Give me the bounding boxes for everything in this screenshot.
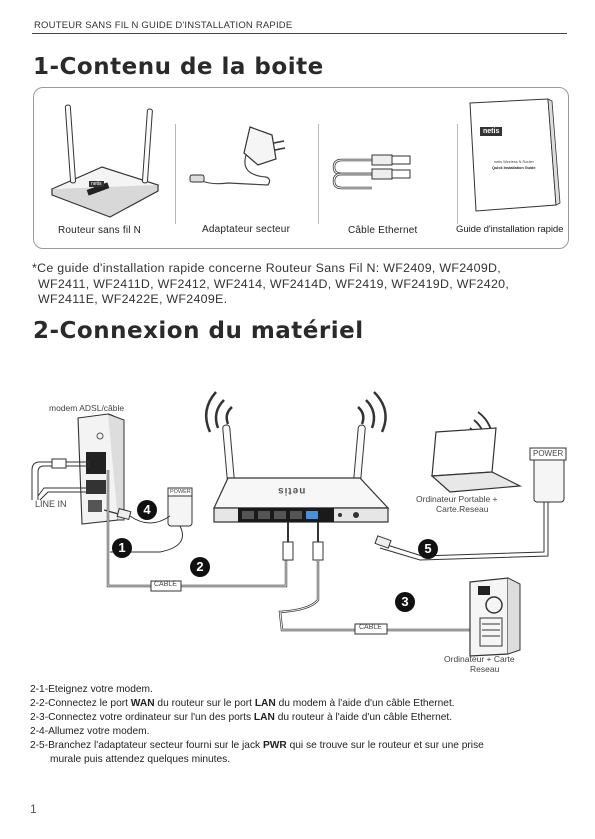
step-badge-2-label: 2 (196, 559, 204, 574)
cable-label-modem: CABLE (154, 581, 177, 588)
laptop-illustration (430, 427, 523, 493)
router-diagram-illustration (213, 424, 390, 523)
step-line: 2-2-Connectez le port WAN du routeur sur… (30, 697, 484, 711)
pc-label-line1: Ordinateur + Carte (444, 654, 515, 664)
step-text: du modem à l'aide d'un câble Ethernet. (275, 698, 455, 710)
step-text: 2-1-Eteignez votre modem. (30, 684, 153, 695)
step-line: 2-3-Connectez votre ordinateur sur l'un … (30, 711, 484, 725)
model-note-line: WF2411, WF2411D, WF2412, WF2414, WF2414D… (38, 276, 510, 291)
section-title-contents: 1-Contenu de la boite (33, 54, 324, 80)
step-text: du routeur à l'aide d'un câble Ethernet. (274, 712, 453, 724)
step-badge-1-label: 1 (118, 540, 126, 555)
step-text: 2-2-Connectez le port (30, 698, 131, 710)
step-badge-1 (112, 538, 132, 558)
router-logo: netis (89, 181, 104, 187)
laptop-label-line2: Carte.Reseau (436, 504, 489, 514)
item-label-cable: Câble Ethernet (348, 225, 418, 236)
panel-divider (175, 124, 176, 224)
router-diagram-logo: netis (277, 485, 306, 496)
step-text: murale puis attendez quelques minutes. (50, 754, 231, 766)
power-label-large: POWER (533, 449, 564, 458)
page-number: 1 (30, 802, 37, 816)
running-header: ROUTEUR SANS FIL N GUIDE D'INSTALLATION … (34, 20, 293, 31)
router-illustration (50, 104, 160, 218)
laptop-label-line1: Ordinateur Portable + (416, 494, 498, 504)
section-title-connection: 2-Connexion du matériel (33, 318, 364, 344)
power-adapter-illustration (189, 126, 286, 186)
step-line: 2-1-Eteignez votre modem. (30, 683, 484, 697)
power-label-small: POWER (170, 489, 191, 495)
header-rule (32, 33, 567, 34)
desktop-computer-illustration (469, 577, 521, 657)
pc-label-line2: Reseau (470, 664, 500, 674)
model-note: *Ce guide d'installation rapide concerne… (32, 261, 509, 308)
step-text: qui se trouve sur le routeur et sur une … (286, 740, 484, 752)
modem-illustration (77, 413, 125, 525)
step-text: du routeur sur le port (154, 698, 255, 710)
model-note-line: WF2411E, WF2422E, WF2409E. (38, 292, 228, 306)
guide-cover-line2: Quick Installation Guide (492, 166, 536, 170)
step-bold-term: WAN (130, 698, 155, 710)
step-badge-4-label: 4 (143, 502, 151, 517)
step-badge-4 (137, 500, 157, 520)
router-power-adapter-illustration (529, 447, 567, 503)
step-text: 2-5-Branchez l'adaptateur secteur fourni… (30, 740, 263, 752)
step-text: 2-3-Connectez votre ordinateur sur l'un … (30, 712, 254, 724)
step-text: 2-4-Allumez votre modem. (30, 726, 150, 738)
ethernet-cable-illustration (332, 154, 411, 190)
step-line: murale puis attendez quelques minutes. (30, 753, 484, 767)
item-label-guide: Guide d'installation rapide (456, 224, 564, 235)
guide-logo: netis (480, 127, 503, 136)
step-bold-term: LAN (254, 698, 276, 710)
step-badge-5-label: 5 (424, 541, 432, 556)
step-bold-term: LAN (253, 712, 275, 724)
connection-diagram (31, 391, 567, 657)
step-badge-5 (418, 539, 438, 559)
step-bold-term: PWR (262, 740, 287, 752)
model-note-line: *Ce guide d'installation rapide concerne… (32, 261, 501, 275)
step-badge-2 (190, 557, 210, 577)
box-contents-panel (33, 87, 569, 249)
step-badge-3-label: 3 (401, 594, 409, 609)
cable-label-pc: CABLE (359, 624, 382, 631)
panel-divider (457, 124, 458, 224)
item-label-adapter: Adaptateur secteur (202, 224, 291, 235)
panel-divider (318, 124, 319, 224)
modem-label: modem ADSL/câble (49, 403, 125, 413)
step-badge-3 (395, 592, 415, 612)
line-in-label: LINE IN (35, 499, 67, 509)
step-line: 2-5-Branchez l'adaptateur secteur fourni… (30, 739, 484, 753)
guide-cover-line1: netis Wireless N Router (494, 160, 534, 164)
modem-power-adapter-illustration (103, 487, 193, 553)
item-label-router: Routeur sans fil N (58, 225, 142, 236)
step-line: 2-4-Allumez votre modem. (30, 725, 484, 739)
instruction-steps: 2-1-Eteignez votre modem. 2-2-Connectez … (30, 683, 484, 768)
